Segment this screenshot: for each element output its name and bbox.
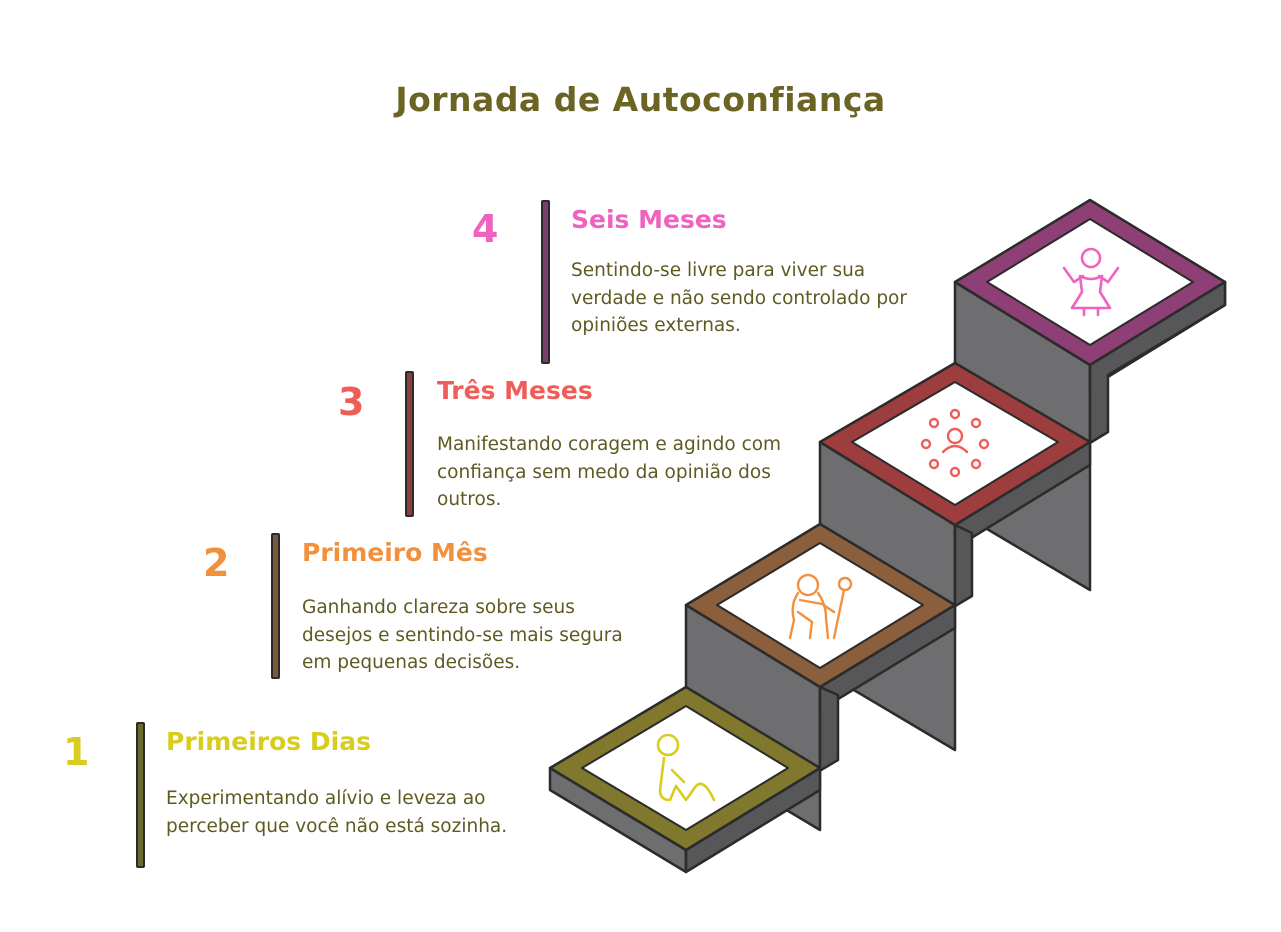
step-4-bar [541,200,550,364]
step-4-number: 4 [472,207,499,251]
step-1-number: 1 [63,730,90,774]
step-3-description: Manifestando coragem e agindo com confia… [437,434,782,510]
person-surrounded-icon [920,408,990,478]
step-2-number: 2 [203,541,230,585]
step-1-bar [136,722,145,868]
step-1-description: Experimentando alívio e leveza ao perceb… [166,788,508,837]
step-2-title: Primeiro Mês [302,538,488,567]
step-2-description: Ganhando clareza sobre seus desejos e se… [302,597,623,673]
wanderer-with-staff-icon [788,573,853,640]
step-3-title: Três Meses [437,376,593,405]
celebrating-person-icon [1062,247,1120,317]
stair-block-1 [548,685,840,874]
step-4-title: Seis Meses [571,205,727,234]
sitting-person-icon [656,733,716,802]
step-2-bar [271,533,280,679]
step-3-bar [405,371,414,517]
step-1-title: Primeiros Dias [166,727,371,756]
page-title: Jornada de Autoconfiança [395,80,886,119]
step-3-number: 3 [338,380,365,424]
step-4-description: Sentindo-se livre para viver sua verdade… [571,260,907,336]
